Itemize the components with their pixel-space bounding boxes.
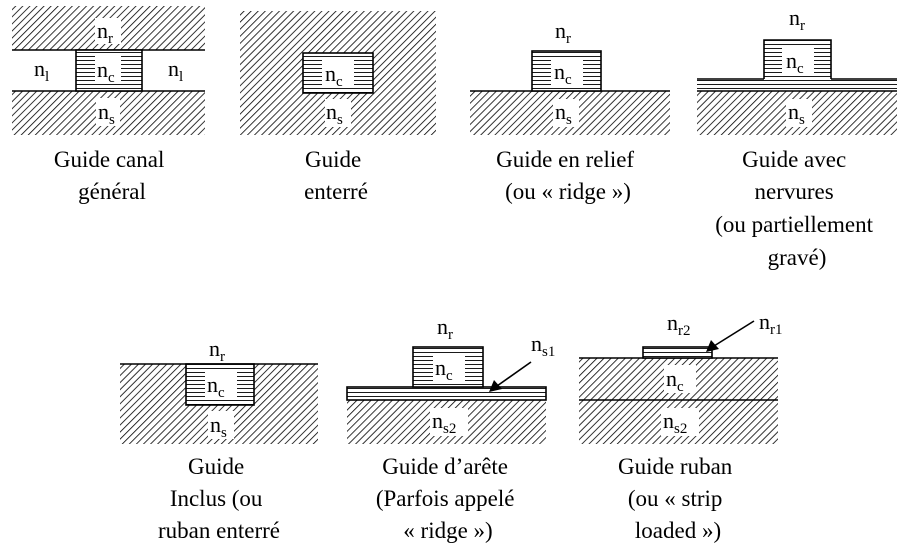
label-nr2: nr2 — [667, 310, 691, 339]
caption-ruban: Guide ruban (ou « strip loaded ») — [618, 454, 738, 543]
label-ns: ns — [788, 99, 805, 128]
label-ns: ns — [210, 412, 227, 441]
label-nr: nr — [555, 18, 571, 47]
slab-region — [346, 386, 547, 401]
label-nr: nr — [437, 314, 453, 343]
strip-region — [642, 346, 713, 359]
label-nr: nr — [209, 336, 225, 365]
label-nc: nc — [207, 372, 225, 401]
label-ns2: ns2 — [432, 408, 456, 437]
guide-enterre: nc ns Guide enterré — [240, 11, 436, 204]
label-nl-left: nl — [34, 56, 49, 85]
label-nc: nc — [435, 355, 453, 384]
guide-ruban: nr2 nc ns2 nr1 Guide ruban (ou « strip l… — [579, 309, 783, 543]
caption-nervures: Guide avec nervures (ou partiellement gr… — [715, 147, 879, 270]
guide-avec-nervures: nr nc ns Guide avec nervures (ou partiel… — [697, 5, 897, 270]
label-ns1: ns1 — [531, 331, 555, 360]
arrowhead-ns1 — [489, 380, 502, 392]
caption-arete: Guide d’arête (Parfois appelé « ridge ») — [376, 454, 520, 543]
caption-inclus: Guide Inclus (ou ruban enterré — [158, 454, 280, 543]
caption-enterre: Guide enterré — [304, 147, 368, 204]
label-nc: nc — [325, 61, 343, 90]
label-nr1: nr1 — [759, 309, 783, 338]
caption-canal: Guide canal général — [54, 147, 170, 204]
guide-canal-general: nr nc ns nl nl Guide canal général — [12, 6, 205, 204]
arrow-ns1 — [496, 361, 532, 387]
label-nc: nc — [786, 48, 804, 77]
guide-d-arete: nr nc ns2 ns1 Guide d’arête (Parfois app… — [346, 314, 555, 543]
caption-relief: Guide en relief (ou « ridge ») — [496, 147, 640, 204]
guide-en-relief: nr nc ns Guide en relief (ou « ridge ») — [470, 18, 670, 204]
label-ns: ns — [555, 99, 572, 128]
label-nc: nc — [554, 59, 572, 88]
guide-inclus: nr nc ns Guide Inclus (ou ruban enterré — [120, 336, 318, 543]
label-nr: nr — [97, 18, 113, 47]
label-ns2: ns2 — [663, 408, 687, 437]
label-nl-right: nl — [168, 56, 183, 85]
arrowhead-nr1 — [706, 340, 719, 352]
slab-region — [697, 79, 897, 91]
label-ns: ns — [326, 99, 343, 128]
label-nc: nc — [97, 57, 115, 86]
label-nc: nc — [666, 366, 684, 395]
label-ns: ns — [98, 99, 115, 128]
label-nr: nr — [789, 5, 805, 34]
arrow-nr1 — [713, 320, 755, 347]
